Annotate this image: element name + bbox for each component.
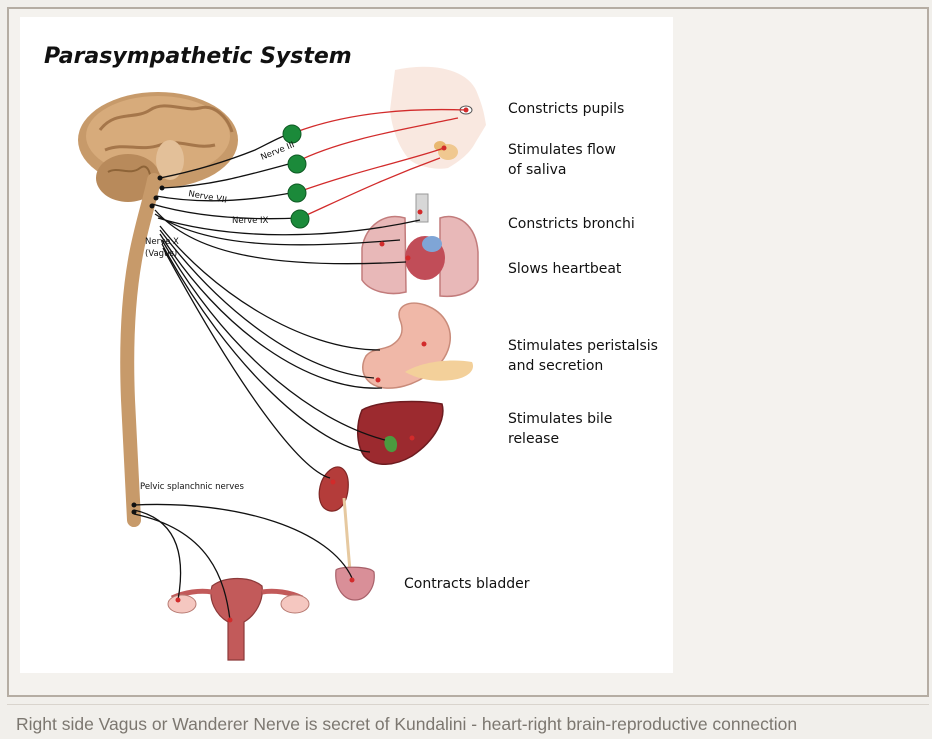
effect-label-saliva-line2: of saliva [508, 162, 566, 178]
stomach-illustration [363, 303, 473, 388]
face-illustration [390, 67, 486, 169]
caption-bar: Right side Vagus or Wanderer Nerve is se… [7, 704, 929, 739]
effect-label-bile: Stimulates bile [508, 411, 612, 427]
ganglia-group [283, 125, 309, 228]
effect-label-bile-line2: release [508, 431, 559, 447]
spinal-cord-illustration [127, 180, 154, 520]
ureter-illustration [344, 498, 350, 570]
effect-label-pupils: Constricts pupils [508, 101, 624, 117]
nerve-label-pelvic: Pelvic splanchnic nerves [140, 482, 245, 492]
effect-label-saliva: Stimulates flow [508, 142, 616, 158]
effect-label-bronchi: Constricts bronchi [508, 216, 635, 232]
bladder-illustration [336, 567, 375, 600]
nerve-label-10: Nerve X [145, 237, 179, 247]
ganglion-otic [291, 210, 309, 228]
diagram-title: Parasympathetic System [44, 44, 352, 69]
effect-label-heartbeat: Slows heartbeat [508, 261, 622, 277]
effect-label-peristalsis-line2: and secretion [508, 358, 603, 374]
nerve-label-10-sub: (Vagus) [145, 249, 177, 259]
effect-label-bladder: Contracts bladder [404, 576, 530, 592]
lungs-illustration [362, 194, 478, 296]
ganglion-pterygopalatine [288, 155, 306, 173]
nerve-label-7: Nerve VII [187, 189, 227, 206]
uterus-illustration [168, 579, 309, 661]
nerve-label-9: Nerve IX [232, 216, 269, 226]
liver-illustration [358, 402, 443, 465]
effect-label-peristalsis: Stimulates peristalsis [508, 338, 658, 354]
image-caption: Right side Vagus or Wanderer Nerve is se… [16, 714, 797, 735]
ganglion-submandibular [288, 184, 306, 202]
